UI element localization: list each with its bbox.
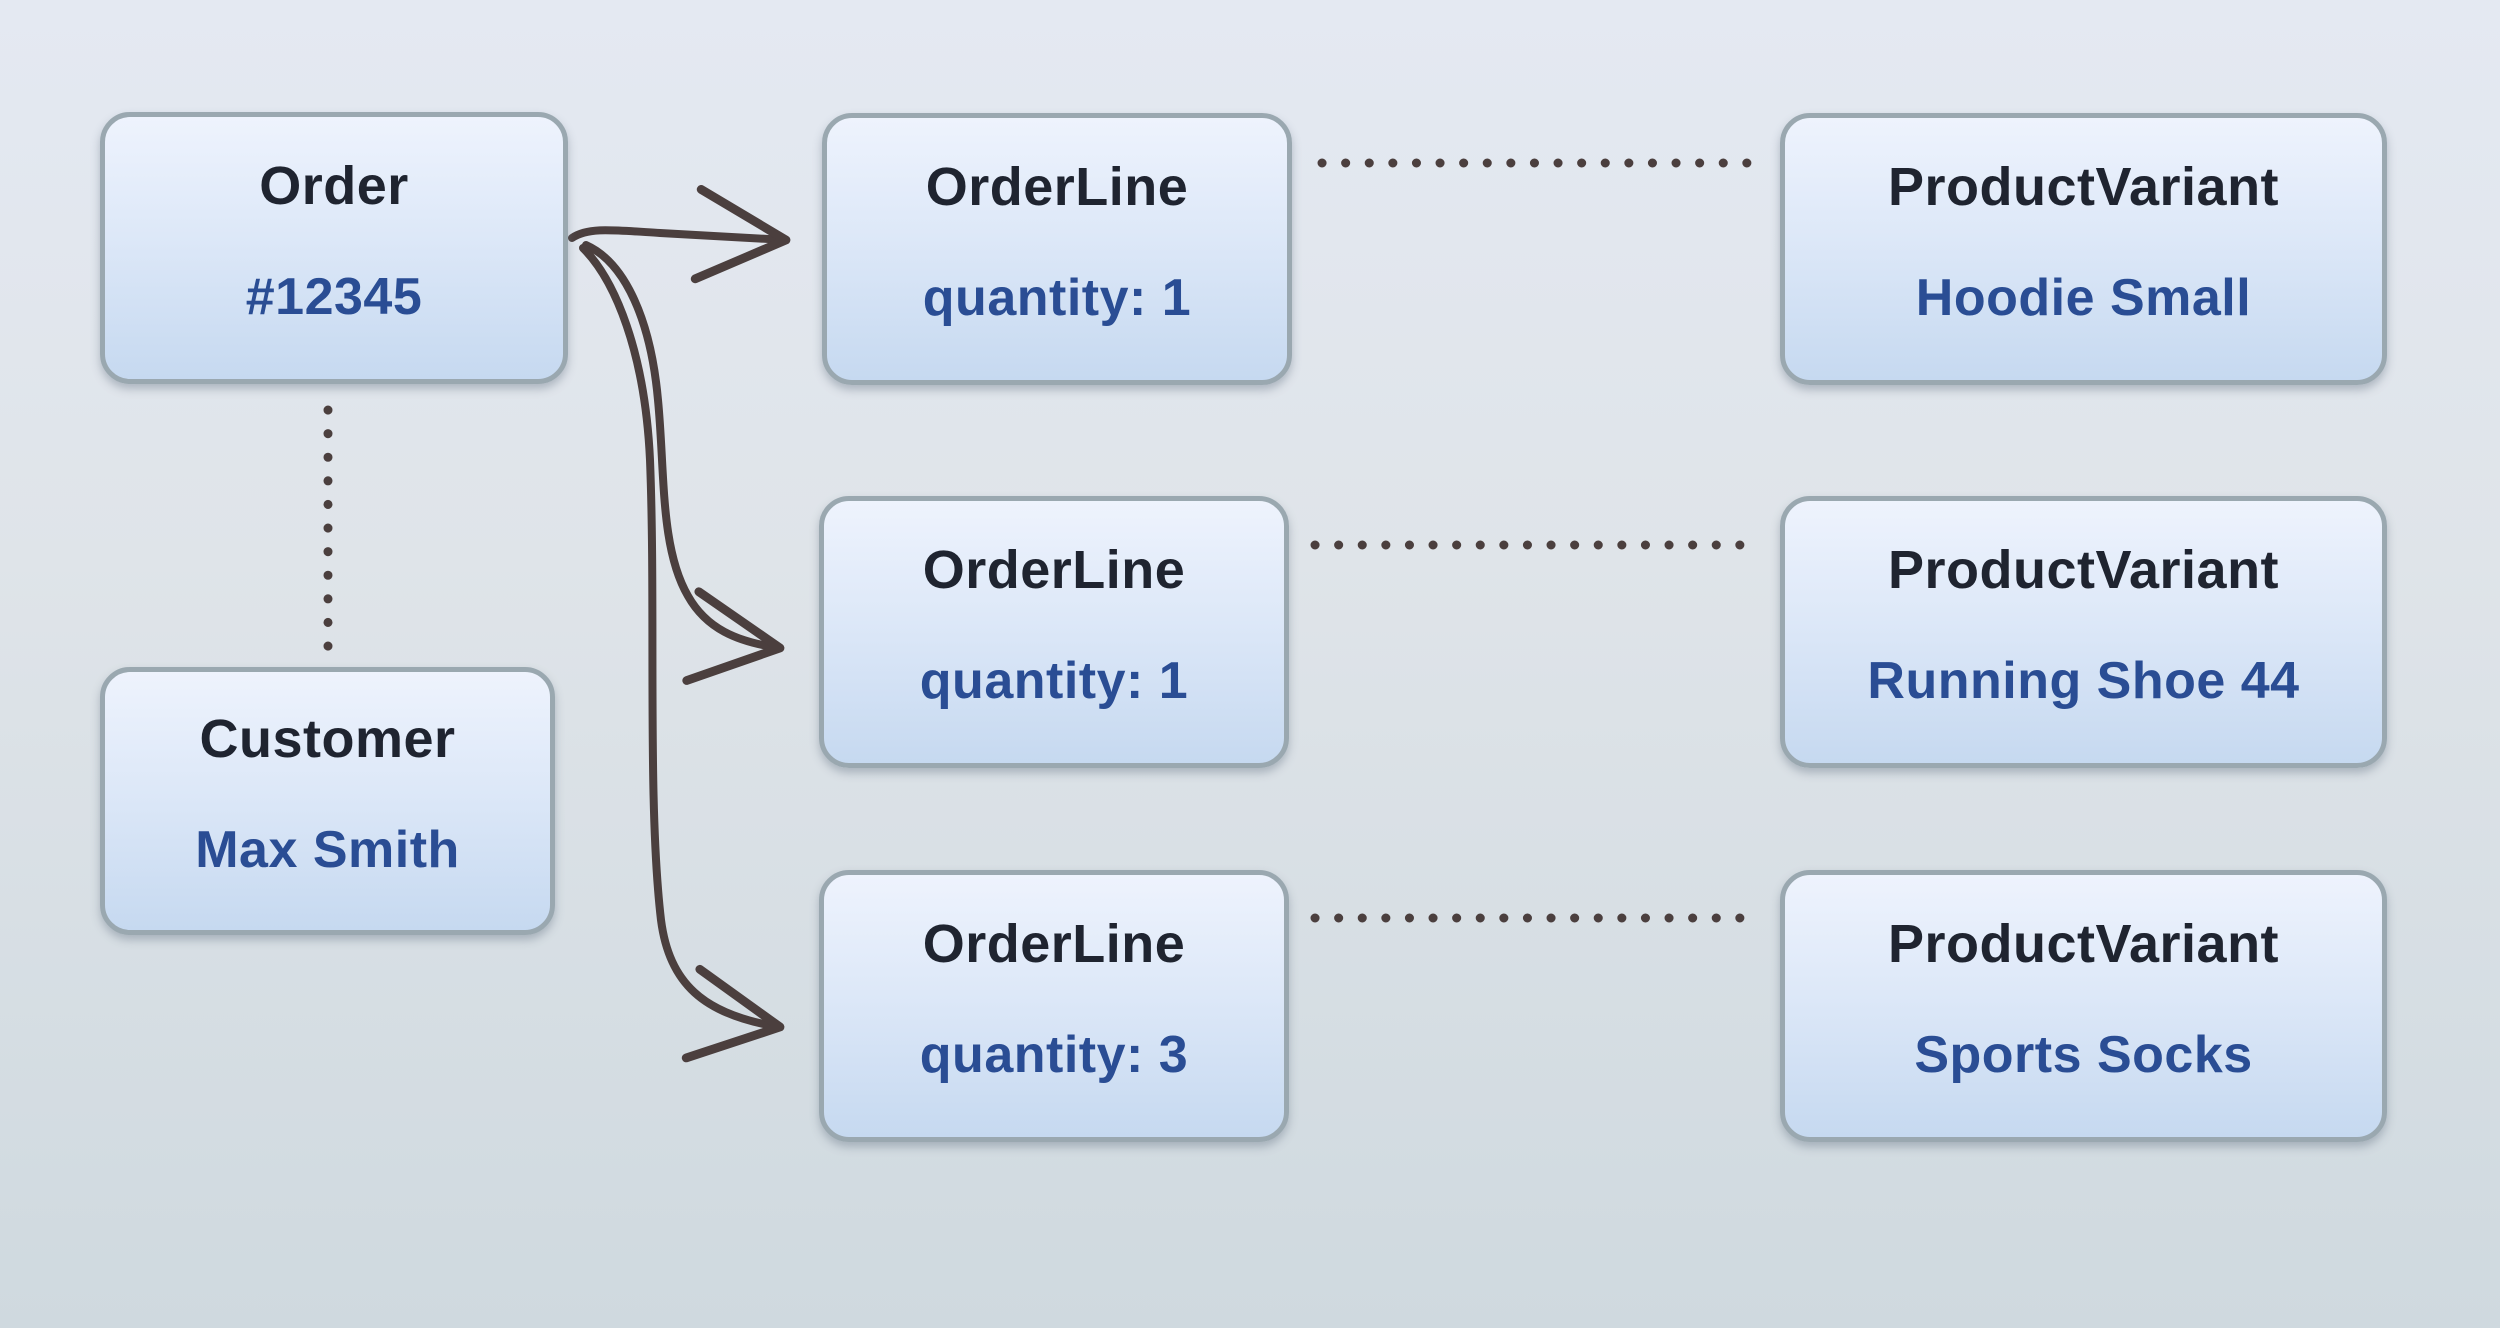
- orderline-node-3-title: OrderLine: [922, 914, 1186, 974]
- order-node-title: Order: [259, 156, 409, 216]
- customer-node: Customer Max Smith: [100, 667, 555, 935]
- productvariant-node-3: ProductVariant Sports Socks: [1780, 870, 2387, 1142]
- customer-node-title: Customer: [199, 709, 456, 769]
- productvariant-node-2-name: Running Shoe 44: [1867, 652, 2300, 710]
- orderline-node-2-quantity: quantity: 1: [919, 652, 1189, 710]
- order-orderline3-arrow: [579, 244, 785, 1063]
- customer-node-value: Max Smith: [195, 821, 460, 879]
- productvariant-node-1-name: Hoodie Small: [1915, 269, 2252, 327]
- order-orderline2-arrow: [582, 241, 785, 685]
- productvariant-node-2-title: ProductVariant: [1887, 540, 2280, 600]
- orderline-node-3-quantity: quantity: 3: [919, 1026, 1189, 1084]
- orderline-node-1: OrderLine quantity: 1: [822, 113, 1292, 385]
- productvariant-node-3-title: ProductVariant: [1887, 914, 2280, 974]
- productvariant-node-1: ProductVariant Hoodie Small: [1780, 113, 2387, 385]
- orderline-node-1-quantity: quantity: 1: [922, 269, 1192, 327]
- order-node: Order #12345: [100, 112, 568, 384]
- order-orderline1-arrow: [568, 185, 791, 284]
- orderline-node-2: OrderLine quantity: 1: [819, 496, 1289, 768]
- orderline-node-2-title: OrderLine: [922, 540, 1186, 600]
- orderline-node-1-title: OrderLine: [925, 157, 1189, 217]
- orderline-node-3: OrderLine quantity: 3: [819, 870, 1289, 1142]
- productvariant-node-1-title: ProductVariant: [1887, 157, 2280, 217]
- order-node-value: #12345: [245, 268, 423, 326]
- productvariant-node-2: ProductVariant Running Shoe 44: [1780, 496, 2387, 768]
- productvariant-node-3-name: Sports Socks: [1914, 1026, 2253, 1084]
